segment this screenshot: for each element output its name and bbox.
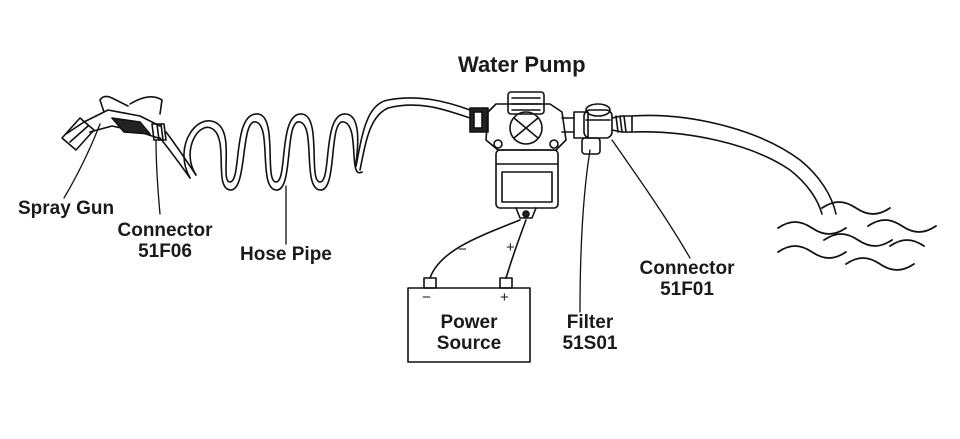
label-power-source: Power Source [410,312,528,354]
connector-left-name: Connector [117,220,213,241]
connector-left-code: 51F06 [138,241,192,262]
terminal-positive-sign: + [500,289,509,306]
power-source-line1: Power [440,312,498,333]
label-hose-pipe: Hose Pipe [240,244,332,265]
connector-right-code: 51F01 [660,279,714,300]
label-connector-51f06: Connector 51F06 [110,220,220,262]
filter-code: 51S01 [562,333,618,354]
wire-negative-sign: − [458,241,467,258]
diagram-title: Water Pump [458,52,586,77]
connector-right-name: Connector [639,258,735,279]
hose-pipe-drawing [159,97,471,191]
power-source-drawing [407,219,531,363]
terminal-negative-sign: − [422,289,431,306]
water-pump-drawing [469,91,589,219]
spray-gun-drawing [61,95,167,151]
suction-hose-drawing [631,114,837,215]
label-connector-51f01: Connector 51F01 [632,258,742,300]
wire-positive-sign: + [506,239,515,256]
water-waves [777,201,937,271]
power-source-line2: Source [436,333,502,354]
leader-lines [63,123,691,313]
filter-name: Filter [566,312,614,333]
label-filter-51s01: Filter 51S01 [548,312,632,354]
label-spray-gun: Spray Gun [18,198,115,219]
filter-drawing [581,103,633,155]
